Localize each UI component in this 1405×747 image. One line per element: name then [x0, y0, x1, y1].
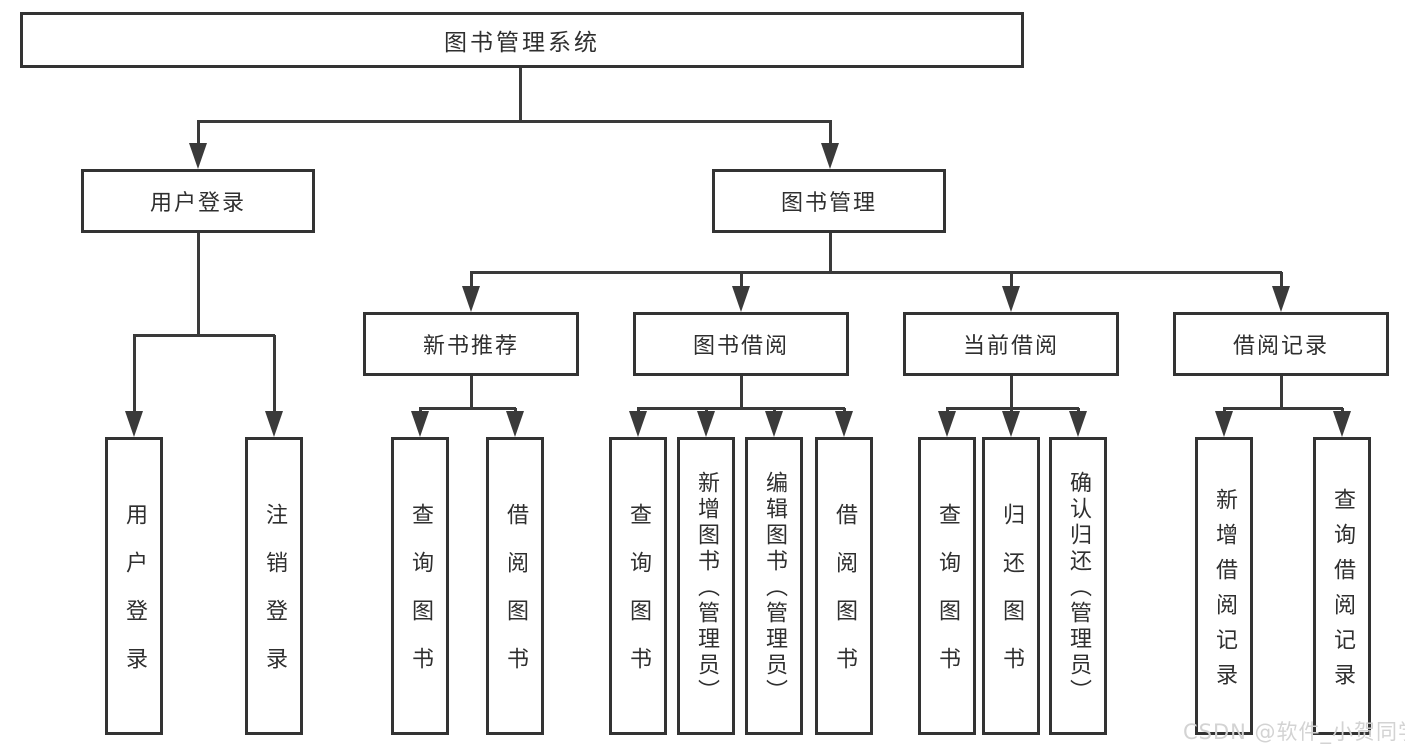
leaf-query-books-recommend: 查询图书 [391, 437, 449, 735]
connector-root-bar [197, 119, 832, 123]
node-user-login-label: 用户登录 [149, 191, 246, 216]
connector-drop-module [1279, 272, 1283, 288]
connector-borrow-records-stem [1279, 376, 1283, 410]
leaf-borrow-books-recommend: 借阅图书 [486, 437, 544, 735]
connector-book-borrowing-stem [739, 376, 743, 410]
arrowhead-icon [189, 143, 207, 169]
arrowhead-icon [1272, 286, 1290, 312]
node-current-borrowing: 当前借阅 [903, 312, 1119, 376]
arrowhead-icon [265, 411, 283, 437]
node-root: 图书管理系统 [20, 12, 1024, 68]
node-borrowing-records: 借阅记录 [1173, 312, 1389, 376]
leaf-add-borrow-record-label: 新增借阅记录 [1212, 487, 1237, 698]
node-book-borrowing: 图书借阅 [633, 312, 849, 376]
connector-drop-module [469, 272, 473, 288]
leaf-user-login: 用户登录 [105, 437, 163, 735]
node-current-borrowing-label: 当前借阅 [962, 334, 1059, 359]
leaf-edit-books-admin: 编辑图书（管理员） [745, 437, 803, 735]
node-book-borrowing-label: 图书借阅 [692, 334, 789, 359]
leaf-confirm-return-admin: 确认归还（管理员） [1049, 437, 1107, 735]
connector-drop-module [1009, 272, 1013, 288]
arrowhead-icon [1215, 411, 1233, 437]
leaf-confirm-return-admin-label: 确认归还（管理员） [1066, 471, 1091, 705]
leaf-query-books-recommend-label: 查询图书 [408, 503, 433, 695]
leaf-logout: 注销登录 [245, 437, 303, 735]
leaf-query-borrow-record: 查询借阅记录 [1313, 437, 1371, 735]
connector-current-borrowing-bar [946, 406, 1079, 410]
node-borrowing-records-label: 借阅记录 [1232, 334, 1329, 359]
leaf-add-borrow-record: 新增借阅记录 [1195, 437, 1253, 735]
connector-drop-user-login [196, 121, 200, 145]
connector-user-login-bar [133, 333, 275, 337]
connector-new-book-bar [419, 406, 516, 410]
leaf-add-books-admin: 新增图书（管理员） [677, 437, 735, 735]
leaf-query-books-current: 查询图书 [918, 437, 976, 735]
arrowhead-icon [629, 411, 647, 437]
arrowhead-icon [1002, 411, 1020, 437]
arrowhead-icon [1069, 411, 1087, 437]
connector-user-login-stem [196, 233, 200, 336]
leaf-borrow-books-label: 借阅图书 [832, 503, 857, 695]
node-new-book-recommendation-label: 新书推荐 [422, 334, 519, 359]
arrowhead-icon [411, 411, 429, 437]
connector-drop-leaf [272, 335, 276, 413]
leaf-add-books-admin-label: 新增图书（管理员） [694, 471, 719, 705]
connector-book-borrowing-bar [637, 406, 845, 410]
connector-borrow-records-bar [1223, 406, 1343, 410]
arrowhead-icon [1333, 411, 1351, 437]
node-new-book-recommendation: 新书推荐 [363, 312, 579, 376]
connector-book-management-bar [470, 270, 1282, 274]
arrowhead-icon [462, 286, 480, 312]
connector-drop-book-management [828, 121, 832, 145]
leaf-user-login-label: 用户登录 [122, 503, 147, 695]
arrowhead-icon [506, 411, 524, 437]
leaf-query-books-current-label: 查询图书 [935, 503, 960, 695]
connector-book-management-stem [828, 233, 832, 274]
leaf-edit-books-admin-label: 编辑图书（管理员） [762, 471, 787, 705]
arrowhead-icon [835, 411, 853, 437]
leaf-return-books: 归还图书 [982, 437, 1040, 735]
leaf-query-borrow-record-label: 查询借阅记录 [1330, 487, 1355, 698]
arrowhead-icon [697, 411, 715, 437]
leaf-borrow-books: 借阅图书 [815, 437, 873, 735]
node-user-login: 用户登录 [81, 169, 315, 233]
leaf-logout-label: 注销登录 [262, 503, 287, 695]
leaf-borrow-books-recommend-label: 借阅图书 [503, 503, 528, 695]
connector-drop-leaf [132, 335, 136, 413]
arrowhead-icon [1002, 286, 1020, 312]
arrowhead-icon [938, 411, 956, 437]
arrowhead-icon [732, 286, 750, 312]
node-root-label: 图书管理系统 [444, 30, 600, 56]
node-book-management: 图书管理 [712, 169, 946, 233]
connector-new-book-stem [469, 376, 473, 410]
connector-drop-module [739, 272, 743, 288]
connector-root-stem [518, 68, 522, 122]
node-book-management-label: 图书管理 [780, 191, 877, 216]
leaf-query-books-borrowing-label: 查询图书 [626, 503, 651, 695]
arrowhead-icon [765, 411, 783, 437]
arrowhead-icon [125, 411, 143, 437]
csdn-watermark: CSDN @软件_小贺同学 [1183, 720, 1405, 744]
arrowhead-icon [821, 143, 839, 169]
leaf-query-books-borrowing: 查询图书 [609, 437, 667, 735]
connector-current-borrowing-stem [1009, 376, 1013, 410]
leaf-return-books-label: 归还图书 [999, 503, 1024, 695]
